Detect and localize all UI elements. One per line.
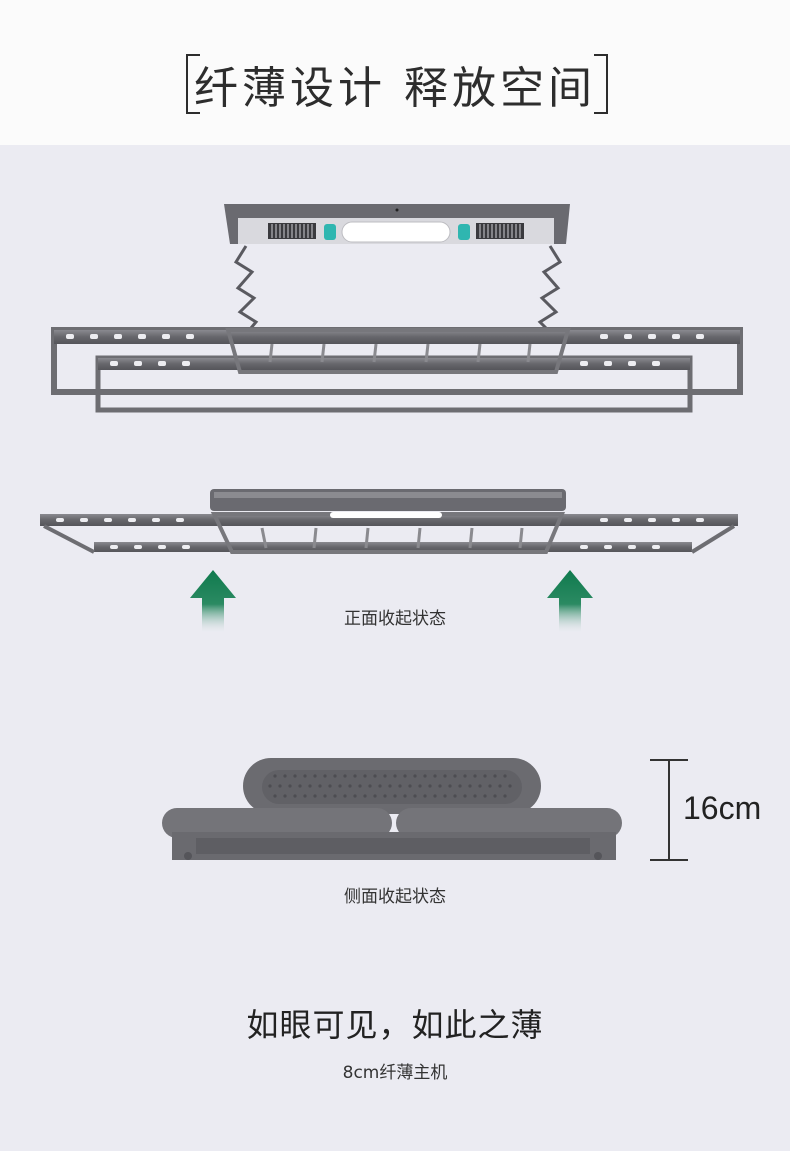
front-view-caption: 正面收起状态 xyxy=(344,609,446,629)
thickness-dimension xyxy=(650,759,688,861)
side-view-caption: 侧面收起状态 xyxy=(344,887,446,907)
page-title: 纤薄设计 释放空间 xyxy=(194,63,596,114)
extended-rack xyxy=(51,204,743,413)
thickness-label: 16cm xyxy=(683,790,762,826)
header-band: 纤薄设计 释放空间 xyxy=(0,0,790,145)
folded-rack-side xyxy=(162,758,622,860)
slogan: 如眼可见，如此之薄 xyxy=(246,1006,544,1044)
lift-arrow-left-icon xyxy=(190,570,236,632)
title-bracket-left xyxy=(186,54,200,114)
subtitle: 8cm纤薄主机 xyxy=(342,1063,448,1083)
lift-arrow-right-icon xyxy=(547,570,593,632)
title-bracket-right xyxy=(594,54,608,114)
folded-rack-front xyxy=(40,489,738,554)
